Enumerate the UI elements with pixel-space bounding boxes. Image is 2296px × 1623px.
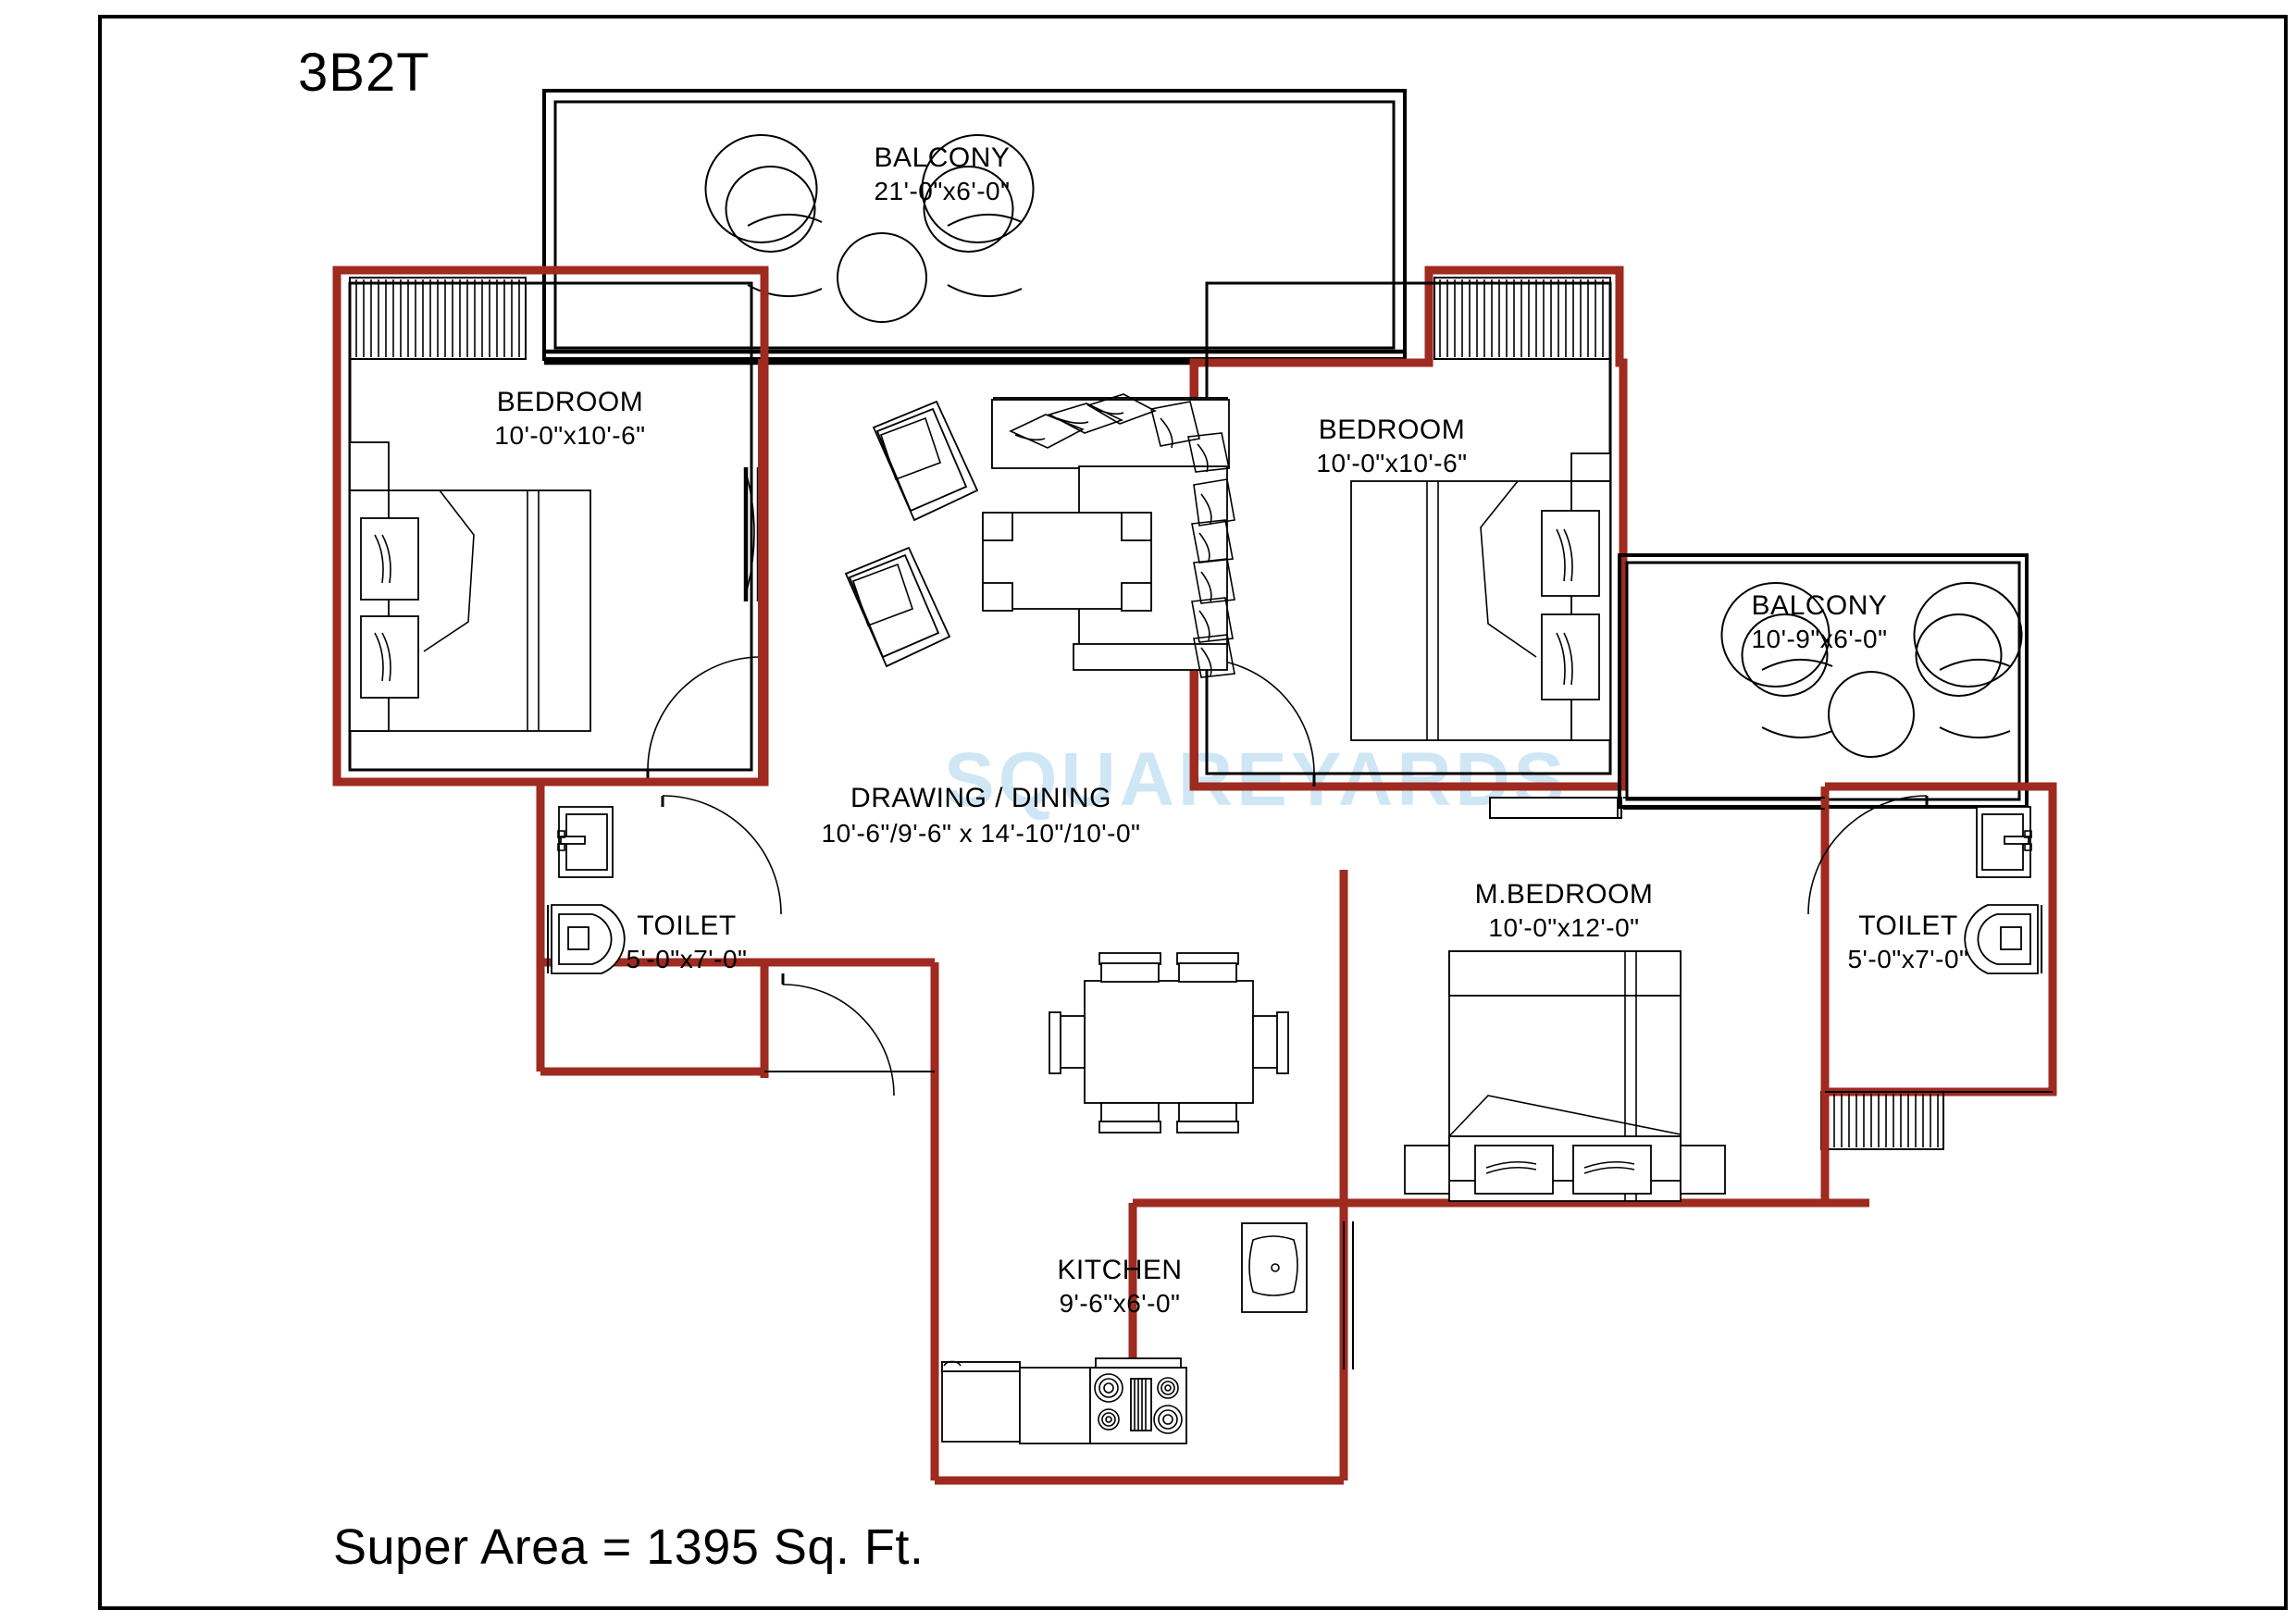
drawing-dining-name: DRAWING / DINING: [850, 783, 1111, 813]
planter-group-top: [704, 134, 1035, 323]
toilet-right: [1807, 782, 2057, 1150]
coffee-table: [982, 512, 1152, 612]
wash-basin-left: [557, 806, 614, 878]
bedroom-left-dimensions: 10'-0"x10'-6": [494, 421, 645, 450]
bedroom-right-dimensions: 10'-0"x10'-6": [1316, 449, 1467, 477]
toilet-left-name: TOILET: [637, 911, 736, 941]
kitchen-counter: [941, 1357, 1187, 1444]
armchair-lower: [844, 546, 951, 668]
toilet-right-dimensions: 5'-0"x7'-0": [1847, 945, 1968, 973]
lobby-lines: [764, 797, 2053, 1093]
master-bedroom: [1339, 870, 1830, 1208]
bed-left-bedroom: [349, 441, 591, 732]
bedroom-right-walls: [1189, 266, 1628, 819]
bed-master: [1404, 950, 1726, 1202]
kitchen-dimensions: 9'-6"x6'-0": [1059, 1289, 1180, 1318]
dining-table-set: [1049, 952, 1289, 1134]
toilet-left-dimensions: 5'-0"x7'-0": [626, 945, 747, 973]
master-bedroom-dimensions: 10'-0"x12'-0": [1488, 913, 1639, 942]
vent-hatch-toilet-right: [1820, 1091, 1944, 1150]
living-room-furniture: [844, 393, 1235, 678]
balcony-top-name: BALCONY: [875, 142, 1011, 173]
wash-basin-right: [1976, 806, 2032, 878]
door-swing-toilet-left: [661, 795, 782, 915]
page-title: 3B2T: [298, 43, 430, 103]
bed-right-bedroom: [1350, 452, 1619, 819]
window-hatch-bedroom-left: [355, 279, 520, 357]
door-swing-lobby-lower: [781, 973, 895, 1096]
balcony-top: [542, 89, 1407, 361]
drawing-dining-dimensions: 10'-6"/9'-6" x 14'-10"/10'-0": [822, 819, 1141, 848]
door-swing-toilet-right: [1807, 795, 1929, 915]
watermark: SQUAREYARDS: [944, 737, 1568, 822]
master-bedroom-name: M.BEDROOM: [1475, 879, 1654, 910]
armchair-upper: [872, 400, 979, 522]
kitchen: [935, 1221, 1354, 1485]
kitchen-name: KITCHEN: [1057, 1255, 1182, 1285]
water-closet-right: [1964, 904, 2042, 974]
window-hatch-bedroom-right: [1439, 279, 1604, 357]
kitchen-sink: [1241, 1222, 1308, 1313]
toilet-right-name: TOILET: [1858, 911, 1957, 941]
balcony-top-dimensions: 21'-0"x6'-0": [874, 177, 1010, 205]
planter-group-right: [1720, 582, 2023, 758]
door-swing-bedroom-left: [646, 656, 762, 782]
sheet-border: [98, 15, 2288, 1610]
water-closet-left: [547, 904, 626, 974]
balcony-right-dimensions: 10'-9"x6'-0": [1751, 625, 1887, 653]
balcony-right-name: BALCONY: [1752, 590, 1888, 621]
bedroom-left-name: BEDROOM: [497, 387, 644, 417]
bedroom-right-name: BEDROOM: [1319, 415, 1466, 445]
super-area-label: Super Area = 1395 Sq. Ft.: [333, 1519, 924, 1575]
